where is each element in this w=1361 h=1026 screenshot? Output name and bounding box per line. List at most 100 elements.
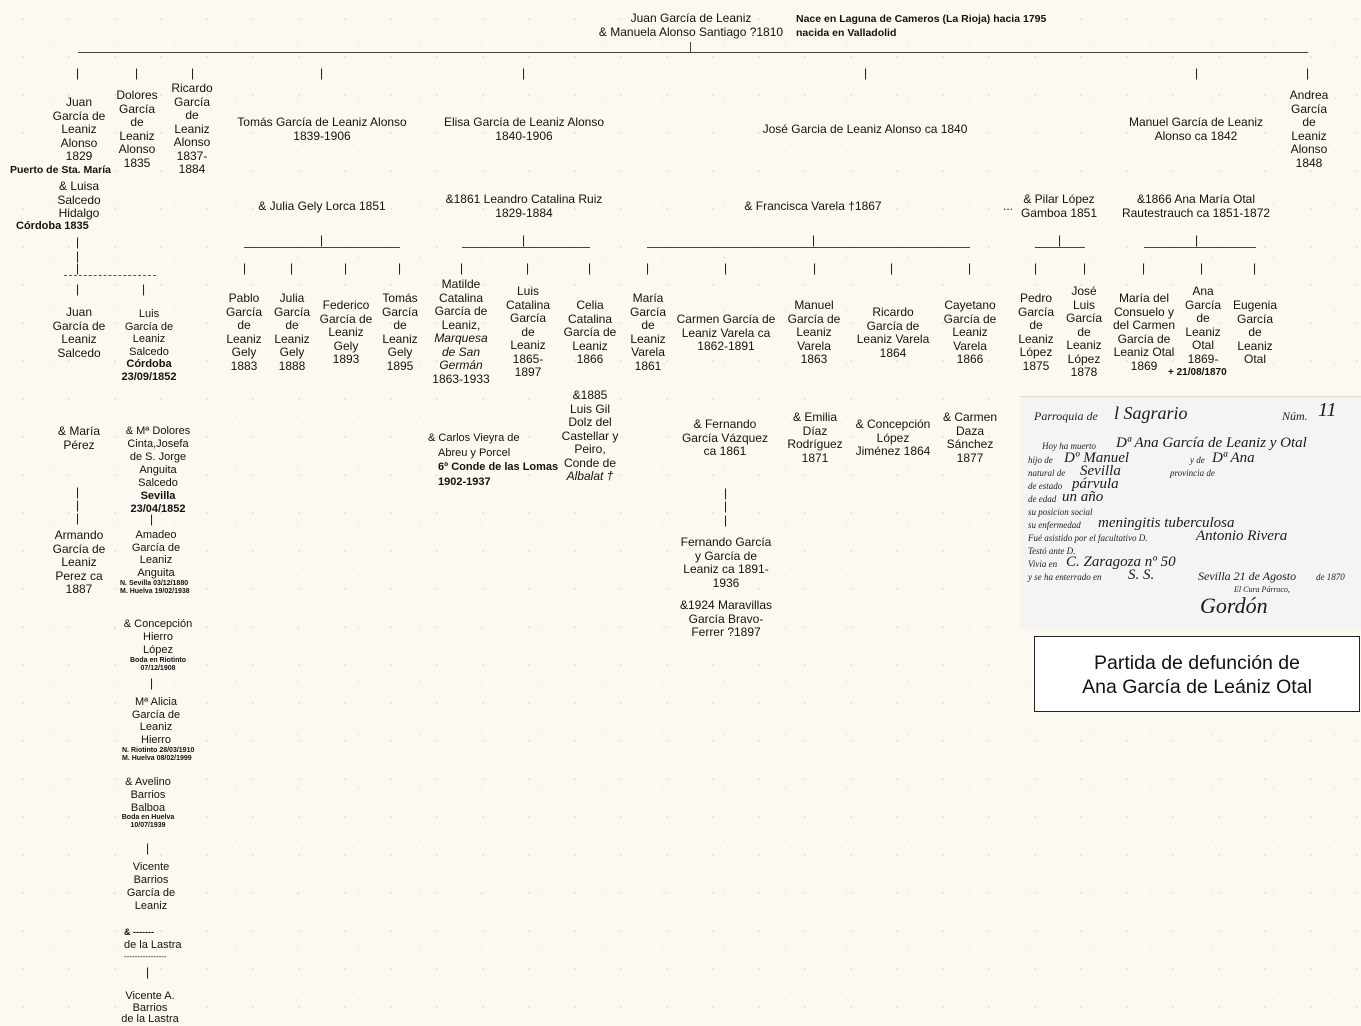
form-row-label: y se ha enterrado en: [1028, 572, 1102, 582]
tick: |: [76, 511, 80, 525]
name-line: 1863: [800, 352, 828, 366]
parish-label: Parroquia de: [1034, 409, 1098, 423]
name-line: 1871: [801, 450, 829, 465]
name-line: Cinta,Josefa: [127, 438, 189, 450]
person-manuel: Manuel García de Leaniz Alonso ca 1842: [1112, 115, 1280, 143]
name-line: Balboa: [130, 802, 166, 814]
name-line: 1848: [1295, 155, 1323, 170]
life-dates: 1863-1933: [432, 371, 490, 386]
spouse-maravillas: &1924 Maravillas García Bravo- Ferrer ?1…: [672, 598, 780, 640]
name-line: Consuelo y: [1113, 304, 1175, 319]
root-note: Nace en Laguna de Cameros (La Rioja) hac…: [796, 12, 1046, 40]
name-line: 1839-1906: [293, 128, 351, 143]
name-line: Peiro,: [574, 442, 606, 456]
name-line: Federico: [322, 298, 370, 312]
spouse-place-text: Córdoba 1835: [16, 220, 89, 232]
name-line: Gely: [387, 345, 413, 359]
name-line: Tomás: [382, 291, 418, 305]
name-line: Matilde: [441, 277, 481, 291]
name-line: y García de: [694, 548, 758, 563]
death-certificate-image: Parroquia de l Sagrario Núm. 11 Hoy ha m…: [1020, 396, 1361, 629]
name-line: García de: [131, 708, 181, 721]
name-line: García de: [126, 887, 176, 899]
tick: |: [320, 66, 324, 80]
spouse-avelino: & Avelino Barrios Balboa: [116, 776, 180, 815]
name-line: Abreu y Porcel: [438, 446, 511, 459]
tick: |: [1058, 233, 1062, 247]
name-line: & Mª Dolores: [125, 425, 191, 437]
person-ricardo: Ricardo García de Leaniz Alonso 1837- 18…: [166, 81, 218, 177]
title-line: Albalat †: [566, 469, 614, 483]
tomas-spouse: & Julia Gely Lorca 1851: [258, 199, 386, 213]
name-line: del Carmen: [1112, 318, 1176, 332]
form-row-label: Fué asistido por el facultativo D.: [1028, 533, 1148, 543]
name-line: Leaniz: [1237, 338, 1273, 353]
tick: |: [724, 513, 728, 527]
name-line: García de: [434, 304, 488, 318]
name-line: Anguita: [139, 464, 177, 476]
name-line: 1875: [1022, 358, 1050, 373]
person-julia: Julia García de Leaniz Gely 1888: [270, 291, 314, 373]
tick: |: [150, 512, 154, 526]
name-line: 1840-1906: [495, 128, 553, 143]
name-line: Daza: [955, 423, 984, 438]
name-line: Leaniz: [61, 122, 97, 136]
name-line: Leaniz: [952, 325, 988, 339]
name-line: 1864: [879, 345, 907, 360]
name-line: María del: [1118, 291, 1170, 305]
name-line: 1829-1884: [495, 205, 553, 220]
name-line: &1866 Ana María Otal: [1136, 192, 1256, 206]
name-line: 1866: [576, 352, 604, 366]
tick: |: [135, 66, 139, 80]
name-line: Otal: [1243, 352, 1266, 366]
name-line: García Vázquez: [681, 430, 769, 445]
name-line: Leaniz Otal: [1113, 345, 1175, 359]
name-line: García de: [52, 108, 106, 123]
name-line: Barrios: [132, 1001, 168, 1014]
name-line: de S. Jorge: [129, 451, 187, 463]
jose-children-bar: [647, 247, 970, 248]
title-line: de San: [441, 344, 481, 359]
name-line: de: [521, 324, 535, 339]
name-line: Alonso: [118, 142, 156, 156]
name-line: &1861 Leandro Catalina Ruiz: [445, 192, 603, 206]
pilar-children-bar: [1035, 247, 1085, 248]
name-line: Barrios: [130, 789, 166, 801]
name-line: & Concepción: [855, 417, 931, 431]
name-line: Leaniz: [61, 332, 97, 346]
form-label-y-de: y de: [1190, 455, 1205, 465]
form-row-label: de edad: [1028, 494, 1057, 504]
name-line: 1862-1891: [697, 339, 755, 353]
name-line: 1869: [1130, 358, 1158, 373]
name-line: Otal: [1191, 338, 1214, 352]
wedding-place: Boda en Huelva: [121, 814, 175, 821]
parish-handwritten: l Sagrario: [1114, 403, 1188, 423]
title-line: 6º Conde de las Lomas: [438, 461, 559, 473]
person-jose-luis-lopez: José Luis García de Leaniz López 1878: [1062, 284, 1106, 380]
name-line: Gamboa 1851: [1020, 205, 1098, 220]
tomas-children-bar: [244, 247, 400, 248]
name-line: Salcedo: [57, 192, 101, 207]
name-line: García: [118, 101, 155, 116]
life-dates: 1902-1937: [438, 475, 491, 488]
name-line: Pablo: [228, 291, 260, 305]
name-line: Leaniz: [1291, 128, 1327, 143]
name-line: & María: [57, 424, 100, 438]
tick: |: [588, 261, 592, 275]
tick: |: [1142, 261, 1146, 275]
priest-label: El Cura Párroco,: [1234, 585, 1290, 594]
name-line: 1887: [65, 582, 93, 596]
person-matilde: Matilde Catalina García de Leaniz, Marqu…: [428, 277, 494, 386]
birth-note: N. Sevilla 03/12/1880: [120, 580, 189, 587]
tick: |: [76, 261, 80, 275]
name-line: Vicente A.: [125, 990, 175, 1002]
tick: |: [1034, 261, 1038, 275]
name-line: Leaniz: [1018, 331, 1054, 346]
name-line: Juan: [65, 305, 93, 319]
name-line: Leaniz Varela ca: [681, 325, 771, 340]
document-year: de 1870: [1316, 572, 1345, 582]
form-row-label: su posicion social: [1028, 507, 1093, 517]
name-line: Tomás García de Leaniz Alonso: [237, 115, 407, 129]
person-elisa: Elisa García de Leaniz Alonso 1840-1906: [424, 115, 624, 143]
title-line: Germán: [439, 358, 483, 372]
